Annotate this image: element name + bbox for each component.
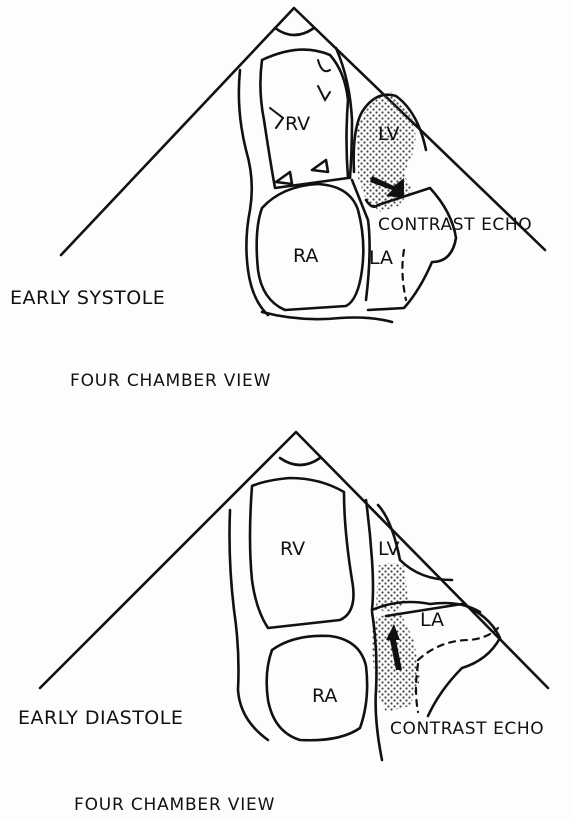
view-caption: FOUR CHAMBER VIEW: [70, 371, 271, 391]
rv-trabecula-2: [318, 86, 330, 100]
interventricular-septum: [366, 500, 373, 610]
phase-label: EARLY SYSTOLE: [10, 287, 165, 309]
la-lower-wall: [262, 312, 392, 322]
panel-early-systole: RV LV RA LA CONTRAST ECHO EARLY SYSTOLE …: [10, 8, 545, 391]
view-caption: FOUR CHAMBER VIEW: [74, 795, 275, 815]
mitral-dashed-line: [402, 250, 406, 300]
label-lv: LV: [378, 123, 400, 145]
label-la: LA: [369, 247, 393, 269]
rv-trabecula-1: [270, 108, 283, 128]
label-ra: RA: [312, 685, 337, 707]
label-lv: LV: [378, 538, 400, 560]
contrast-echo-label: CONTRAST ECHO: [378, 215, 532, 235]
right-heart-outer-wall: [239, 70, 268, 315]
apex-arc: [275, 28, 314, 35]
tricuspid-leaflet-right: [312, 160, 328, 172]
label-la: LA: [420, 609, 444, 631]
rv-trabecula-3: [318, 60, 330, 71]
right-heart-outer-wall: [230, 510, 269, 740]
label-rv: RV: [285, 113, 310, 135]
label-ra: RA: [293, 245, 318, 267]
phase-label: EARLY DIASTOLE: [18, 707, 183, 729]
contrast-echo-label: CONTRAST ECHO: [390, 719, 544, 739]
label-rv: RV: [280, 538, 305, 560]
echo-sector-outline: [40, 432, 548, 688]
apex-arc: [280, 458, 320, 465]
tricuspid-leaflet-left: [276, 172, 292, 184]
panel-early-diastole: RV LV RA LA CONTRAST ECHO EARLY DIASTOLE…: [18, 432, 548, 815]
